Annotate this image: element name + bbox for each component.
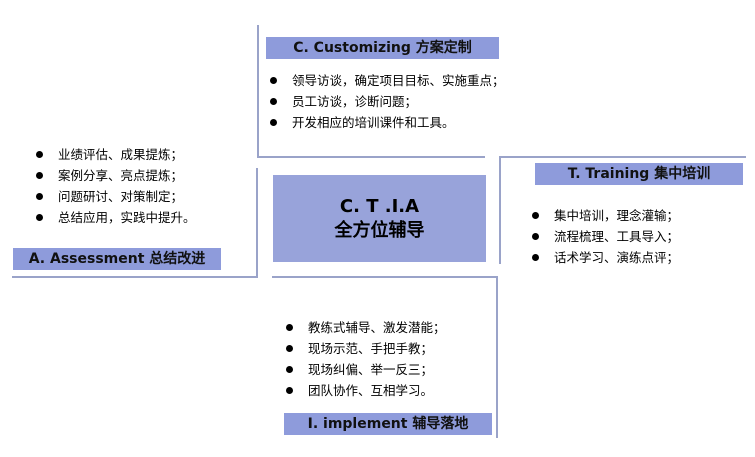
list-item: 流程梳理、工具导入； (530, 226, 679, 247)
list-item: 案例分享、亮点提炼； (34, 165, 196, 186)
training-label: T. Training 集中培训 (535, 163, 743, 185)
list-item: 领导访谈，确定项目目标、实施重点； (268, 70, 505, 91)
implement-label: I. implement 辅导落地 (284, 413, 492, 435)
list-item: 现场纠偏、举一反三； (284, 359, 446, 380)
list-item: 话术学习、演练点评； (530, 247, 679, 268)
divider-line (499, 156, 746, 158)
list-item: 开发相应的培训课件和工具。 (268, 112, 505, 133)
list-item: 现场示范、手把手教； (284, 338, 446, 359)
list-item: 总结应用，实践中提升。 (34, 207, 196, 228)
center-box: C. T .I.A 全方位辅导 (273, 175, 486, 262)
divider-line (257, 156, 485, 158)
list-item: 团队协作、互相学习。 (284, 380, 446, 401)
divider-line (257, 25, 259, 158)
divider-line (496, 276, 498, 438)
training-list: 集中培训，理念灌输； 流程梳理、工具导入； 话术学习、演练点评； (530, 205, 679, 268)
list-item: 业绩评估、成果提炼； (34, 144, 196, 165)
assessment-label: A. Assessment 总结改进 (13, 248, 221, 270)
list-item: 员工访谈，诊断问题； (268, 91, 505, 112)
divider-line (256, 168, 258, 278)
customizing-list: 领导访谈，确定项目目标、实施重点； 员工访谈，诊断问题； 开发相应的培训课件和工… (268, 70, 505, 133)
center-subtitle: 全方位辅导 (334, 219, 425, 241)
list-item: 教练式辅导、激发潜能； (284, 317, 446, 338)
implement-list: 教练式辅导、激发潜能； 现场示范、手把手教； 现场纠偏、举一反三； 团队协作、互… (284, 317, 446, 401)
list-item: 问题研讨、对策制定； (34, 186, 196, 207)
assessment-list: 业绩评估、成果提炼； 案例分享、亮点提炼； 问题研讨、对策制定； 总结应用，实践… (34, 144, 196, 228)
customizing-label: C. Customizing 方案定制 (266, 37, 499, 59)
list-item: 集中培训，理念灌输； (530, 205, 679, 226)
divider-line (499, 156, 501, 264)
center-title: C. T .I.A (339, 195, 420, 217)
divider-line (12, 276, 258, 278)
divider-line (272, 276, 498, 278)
